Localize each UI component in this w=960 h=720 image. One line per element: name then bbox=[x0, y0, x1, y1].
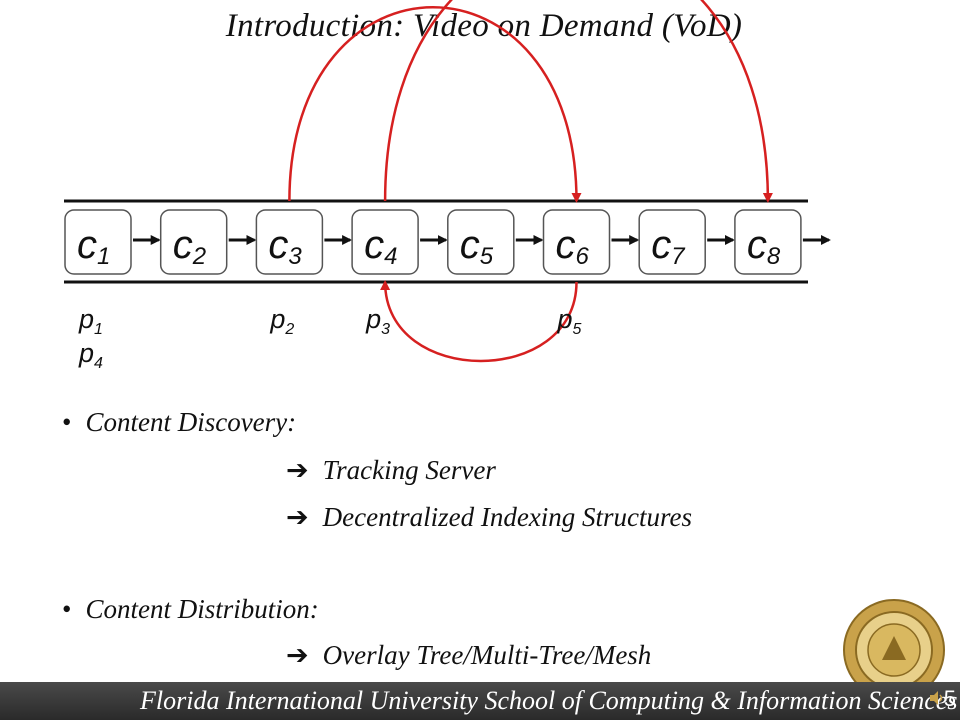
chunk-box-4 bbox=[351, 209, 419, 275]
speaker-icon[interactable] bbox=[930, 690, 944, 706]
slide-title: Introduction: Video on Demand (VoD) bbox=[225, 8, 743, 44]
chunk-box-2 bbox=[159, 209, 228, 275]
sub-bullet-tracking-server: ➔Tracking Server bbox=[286, 455, 496, 485]
peer-label-p3: p3 bbox=[365, 304, 390, 338]
bullet-dot-icon: • bbox=[62, 594, 72, 624]
page-number: 5 bbox=[943, 686, 956, 711]
chunk-label-4: c4 bbox=[364, 223, 397, 270]
chunk-box-6 bbox=[542, 209, 611, 275]
footer-bar: Florida International University School … bbox=[0, 682, 960, 720]
chunk-label-6: c6 bbox=[556, 223, 590, 270]
bullet-content-discovery: •Content Discovery: bbox=[62, 407, 297, 437]
chunk-box-8 bbox=[734, 209, 802, 275]
chunk-label-8: c8 bbox=[747, 223, 781, 270]
seek-jump-arrow-3 bbox=[380, 280, 578, 363]
chunk-box-7 bbox=[638, 209, 706, 275]
chunk-label-3: c3 bbox=[268, 223, 302, 270]
right-arrow-icon: ➔ bbox=[286, 502, 309, 532]
footer-text: Florida International University School … bbox=[140, 686, 958, 715]
seek-jump-arrow-2 bbox=[383, 0, 773, 203]
chunk-label-7: c7 bbox=[651, 223, 686, 270]
peer-label-p2: p2 bbox=[269, 304, 294, 338]
bullet-dot-icon: • bbox=[62, 407, 72, 437]
sub-bullet-decentralized-indexing: ➔Decentralized Indexing Structures bbox=[286, 502, 693, 532]
chunk-label-1: c1 bbox=[77, 223, 110, 270]
sub-bullet-overlay-tree: ➔Overlay Tree/Multi-Tree/Mesh bbox=[286, 640, 652, 670]
right-arrow-icon: ➔ bbox=[286, 455, 309, 485]
university-seal-icon bbox=[843, 599, 945, 701]
chunk-box-3 bbox=[255, 209, 324, 275]
chunk-label-2: c2 bbox=[173, 223, 206, 270]
chunk-box-5 bbox=[447, 209, 515, 275]
chunk-box-1 bbox=[64, 209, 132, 275]
peer-label-p5: p5 bbox=[557, 304, 582, 338]
seek-jump-arrow-1 bbox=[288, 6, 582, 203]
peer-label-p4: p4 bbox=[78, 338, 103, 372]
bullet-content-distribution: •Content Distribution: bbox=[62, 594, 319, 624]
chunk-label-5: c5 bbox=[460, 223, 494, 270]
peer-label-p1: p1 bbox=[78, 304, 103, 338]
right-arrow-icon: ➔ bbox=[286, 640, 309, 670]
